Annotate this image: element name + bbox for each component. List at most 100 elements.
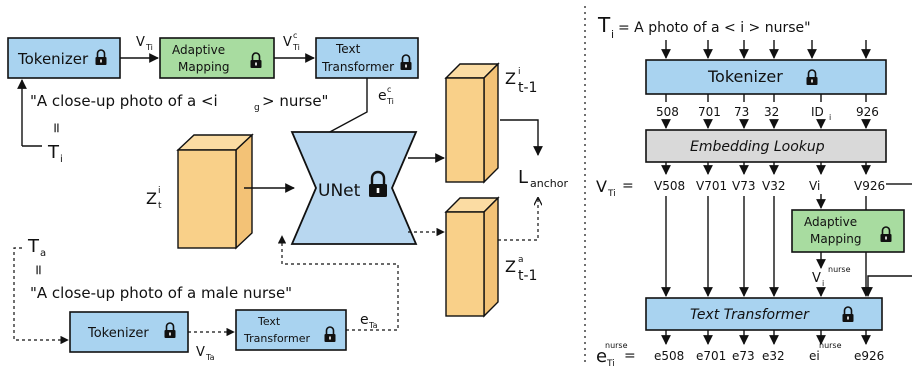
vi-nurse-sup: nurse: [828, 265, 851, 274]
loss-label: L: [518, 167, 528, 188]
v-ta-label: V: [196, 345, 205, 360]
tokenizer-label: Tokenizer: [17, 50, 89, 68]
mapping-label: Mapping: [178, 60, 230, 74]
transformer2-label: Transformer: [243, 332, 310, 345]
vi-nurse-label: V: [812, 271, 821, 286]
vector-item: V73: [732, 179, 755, 193]
vi-nurse-sub: i: [822, 279, 824, 288]
prompt-a: "A close-up photo of a male nurse": [30, 284, 292, 302]
output-item: e508: [654, 349, 684, 363]
v-ta-sub: Ta: [205, 353, 215, 362]
token-id-sub: i: [829, 113, 831, 122]
right-tokenizer-label: Tokenizer: [707, 67, 783, 86]
z-ti-sub: t: [158, 201, 162, 211]
text-transformer-box: Text Transformer: [315, 37, 419, 79]
right-mapping-label: Mapping: [810, 232, 862, 246]
tokenizer2-label: Tokenizer: [87, 326, 149, 341]
z-ti-label: Z: [146, 189, 157, 208]
latent-cube-output-i: [444, 62, 500, 184]
left-panel: Tokenizer V Ti Adaptive Mapping V c Ti T…: [7, 31, 568, 362]
latent-cube-input: [176, 133, 254, 250]
text2-label: Text: [257, 315, 281, 328]
v-ti-label: V: [136, 35, 145, 50]
vector-item: V32: [762, 179, 785, 193]
ti-sub: i: [60, 154, 63, 165]
right-text-transformer-box: Text Transformer: [645, 297, 883, 331]
token-id: ID: [811, 105, 824, 119]
z-out-a-label: Z: [505, 257, 516, 276]
tokenizer-box: Tokenizer: [7, 37, 121, 79]
v-ti-c-label: V: [283, 35, 292, 50]
z-out-i-label: Z: [505, 69, 516, 88]
e-ti-sup: nurse: [605, 341, 628, 350]
token-id: 926: [856, 105, 879, 119]
unet-block: UNet: [290, 131, 418, 245]
z-out-a-sup: a: [518, 255, 524, 265]
side-line-bottom: [863, 275, 912, 297]
v-ti-sub: Ti: [145, 43, 153, 52]
unet-label: UNet: [318, 181, 361, 201]
tokenizer2-box: Tokenizer: [69, 311, 189, 353]
z-out-i-sup: i: [518, 67, 521, 77]
ta-sub: a: [40, 248, 46, 259]
e-ti-label: e: [596, 346, 607, 367]
token-id: 32: [764, 105, 779, 119]
z-out-i-sub: t-1: [518, 80, 537, 96]
adaptive-mapping-box: Adaptive Mapping: [159, 37, 275, 79]
v-ti-sub-right: Ti: [607, 189, 616, 199]
right-adaptive-label: Adaptive: [804, 215, 857, 229]
token-id: 701: [698, 105, 721, 119]
prompt-i: "A close-up photo of a <i: [30, 92, 218, 110]
ta-label: T: [27, 236, 40, 257]
e-ti-c-sub: Ti: [386, 97, 394, 106]
text-transformer2-box: Text Transformer: [235, 309, 347, 351]
z-ti-sup: i: [158, 186, 161, 196]
z-out-a-sub: t-1: [518, 268, 537, 284]
ti-label: T: [47, 142, 60, 163]
title-t: T: [597, 13, 611, 37]
title-rest: = A photo of a < i > nurse": [618, 20, 811, 36]
vector-item: V926: [854, 179, 885, 193]
e-ta-sub: Ta: [368, 321, 378, 330]
token-id: 508: [656, 105, 679, 119]
right-adaptive-mapping-box: Adaptive Mapping: [791, 209, 905, 253]
v-ti-label-right: V: [596, 177, 607, 196]
v-ti-c-sub: Ti: [292, 43, 300, 52]
equals-sign: =: [48, 122, 64, 134]
transformer-label: Transformer: [321, 60, 394, 74]
vector-item: V701: [696, 179, 727, 193]
output-item: ei: [809, 349, 820, 363]
e-equals: =: [624, 348, 636, 364]
vector-item: V508: [654, 179, 685, 193]
token-id: 73: [734, 105, 749, 119]
input-arrows: [661, 40, 871, 59]
embedding-label: Embedding Lookup: [690, 139, 825, 155]
output-nurse-sup: nurse: [819, 341, 842, 350]
right-tokenizer-box: Tokenizer: [645, 59, 887, 95]
e-ti-c-label: e: [378, 88, 387, 104]
output-item: e701: [696, 349, 726, 363]
output-item: e73: [732, 349, 755, 363]
output-item: e926: [854, 349, 884, 363]
prompt-i-end: > nurse": [262, 92, 328, 110]
equals-sign-a: =: [30, 264, 46, 276]
e-ta-label: e: [360, 312, 369, 328]
token-ids: 508 701 73 32 ID i 926: [656, 94, 879, 129]
e-ti-c-sup: c: [387, 85, 391, 94]
prompt-i-sub: g: [254, 103, 260, 113]
latent-cube-output-a: [444, 196, 500, 318]
loss-sub: anchor: [530, 177, 568, 190]
title-sub: i: [611, 28, 614, 41]
embedding-lookup-box: Embedding Lookup: [645, 129, 887, 163]
right-text-transformer-label: Text Transformer: [690, 307, 810, 323]
text-label: Text: [335, 42, 361, 56]
e-ti-sub: Ti: [606, 359, 615, 369]
adaptive-label: Adaptive: [172, 43, 225, 57]
output-arrows: [661, 330, 871, 345]
v-ti-c-sup: c: [293, 31, 297, 40]
output-item: e32: [762, 349, 785, 363]
right-panel: T i = A photo of a < i > nurse" Tokenize…: [596, 13, 912, 369]
